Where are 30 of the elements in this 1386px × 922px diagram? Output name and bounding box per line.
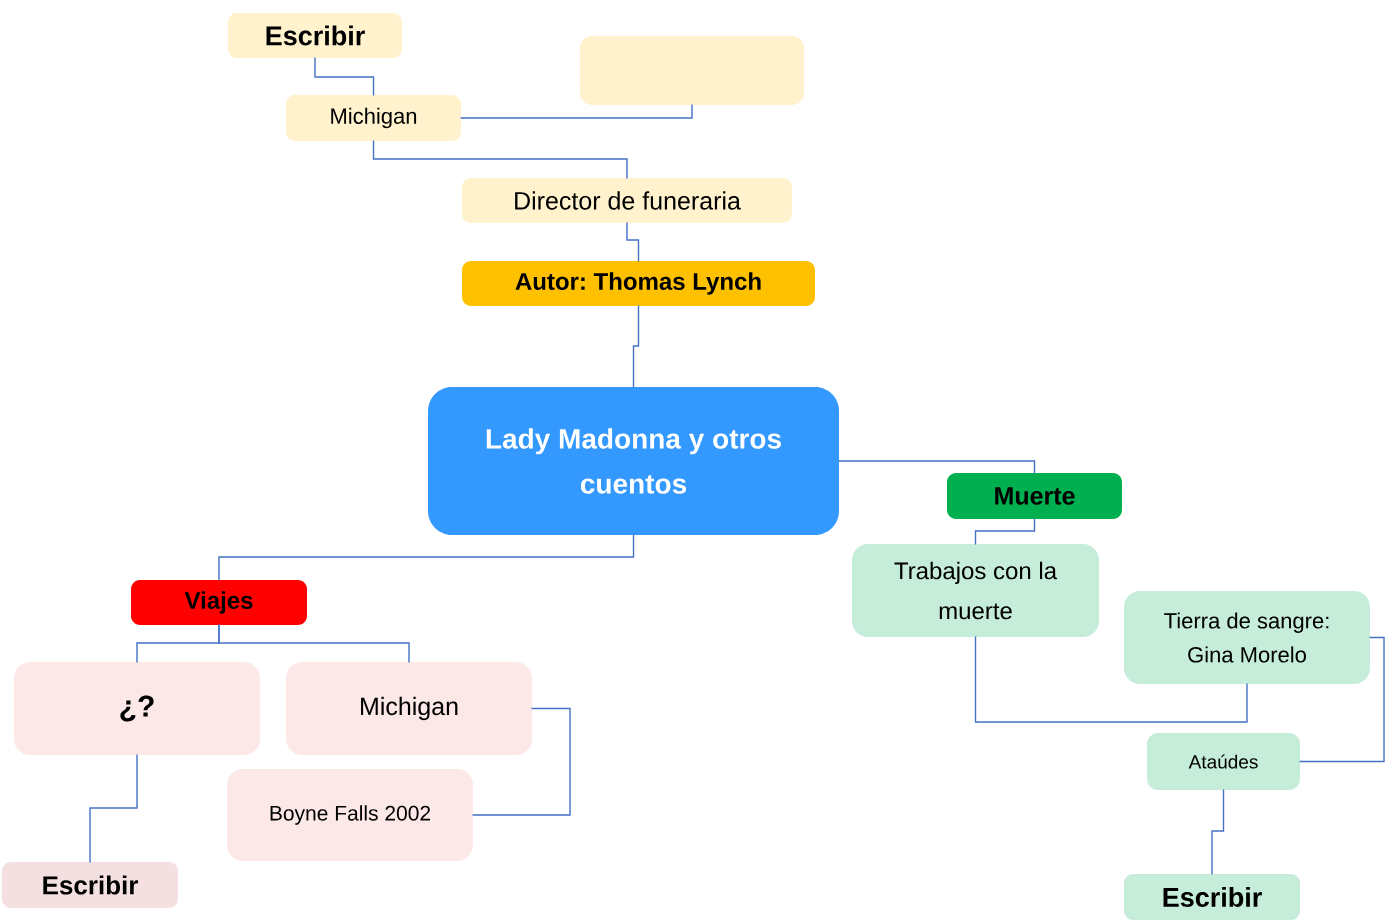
central-topic-box: Lady Madonna y otros cuentos xyxy=(428,387,839,535)
topic-box: ¿? xyxy=(14,662,260,755)
connector-line xyxy=(974,518,1036,545)
connector-line xyxy=(472,707,571,816)
connector-line xyxy=(89,754,138,863)
topic-box: Autor: Thomas Lynch xyxy=(462,261,815,306)
empty-box xyxy=(580,36,804,105)
connector-line xyxy=(218,624,410,663)
connector-line xyxy=(626,222,640,262)
connector-line xyxy=(218,534,635,581)
topic-box: Michigan xyxy=(286,662,532,755)
topic-box: Michigan xyxy=(286,95,461,141)
connector-line xyxy=(314,57,375,96)
connector-line xyxy=(974,636,1248,723)
connector-line xyxy=(838,460,1036,474)
connector-line xyxy=(1299,636,1385,763)
topic-box: Muerte xyxy=(947,473,1122,519)
topic-box: Tierra de sangre: Gina Morelo xyxy=(1124,591,1370,684)
connector-line xyxy=(460,104,693,119)
topic-box: Trabajos con la muerte xyxy=(852,544,1099,637)
connector-line xyxy=(632,305,640,388)
topic-box: Escribir xyxy=(228,13,402,58)
connector-line xyxy=(1211,789,1225,875)
topic-box: Ataúdes xyxy=(1147,733,1300,790)
topic-box: Escribir xyxy=(2,862,178,908)
connector-line xyxy=(372,140,628,179)
topic-box: Viajes xyxy=(131,580,307,625)
topic-box: Escribir xyxy=(1124,874,1300,920)
topic-box: Boyne Falls 2002 xyxy=(227,769,473,861)
topic-box: Director de funeraria xyxy=(462,178,792,223)
